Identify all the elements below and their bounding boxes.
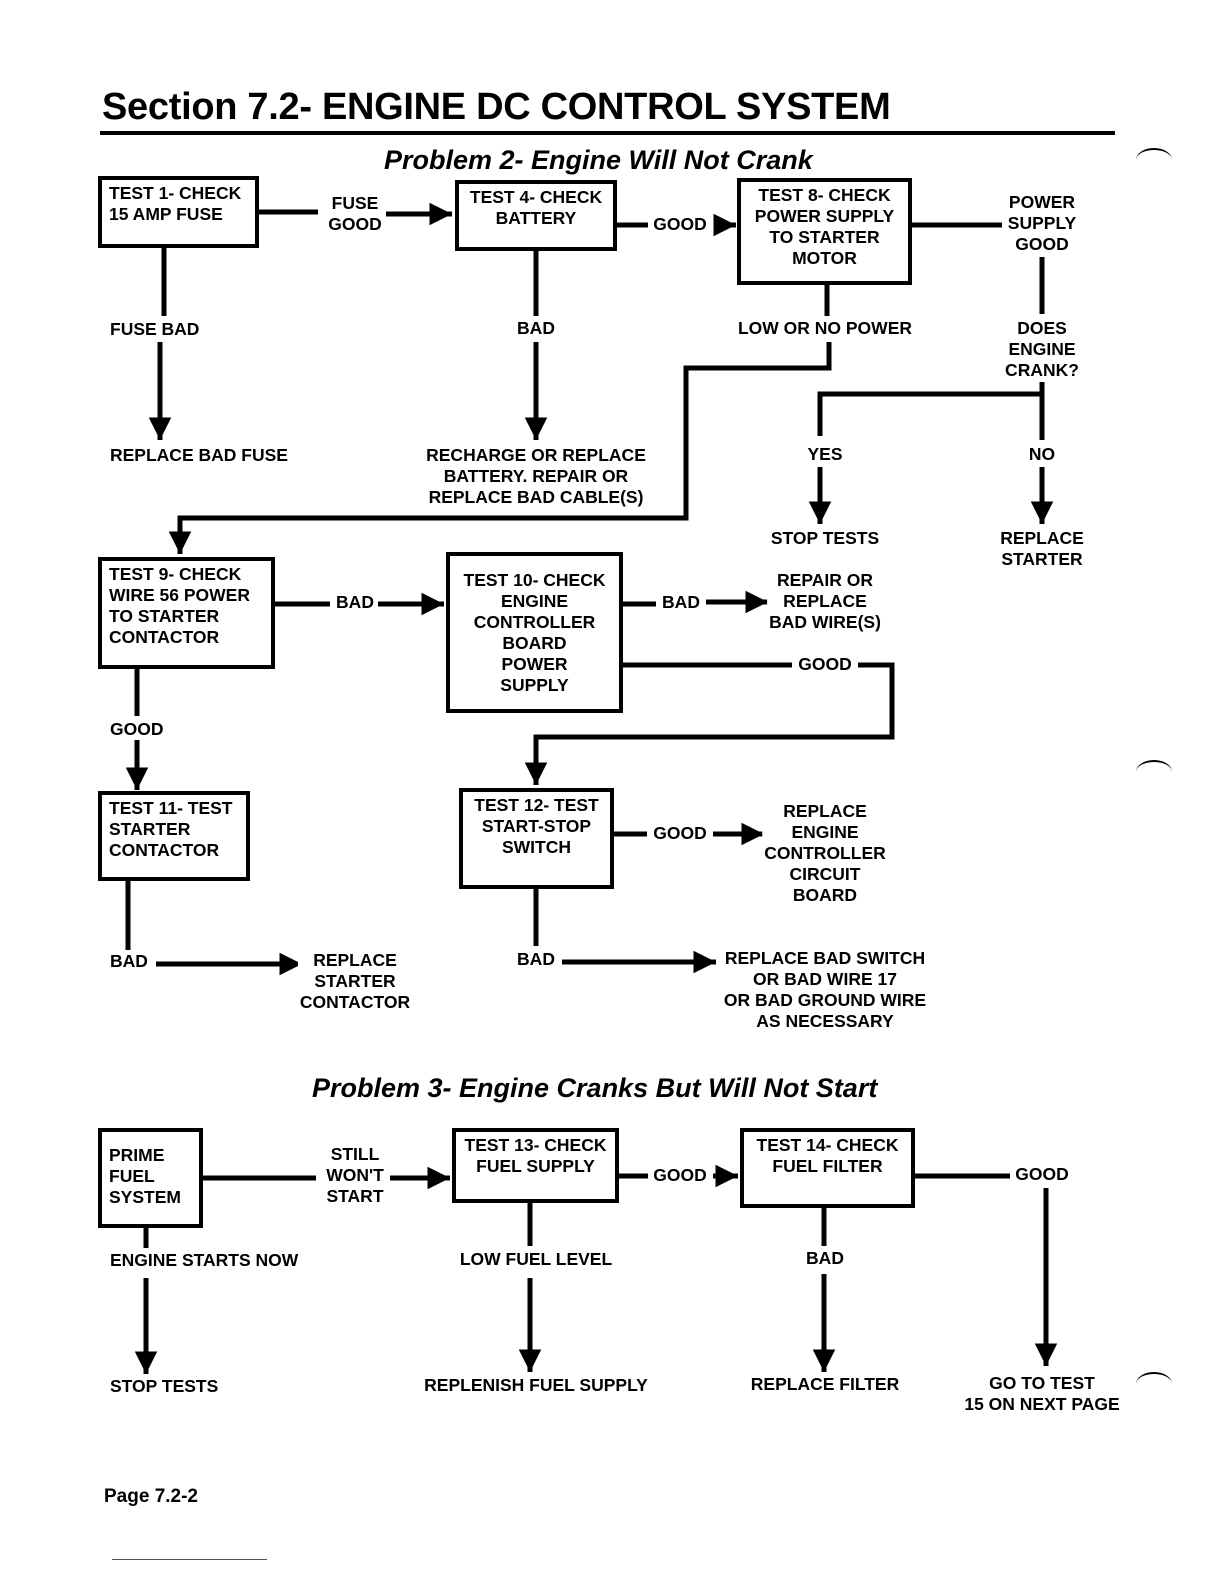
label-board-bad: BAD <box>660 592 702 613</box>
footer-rule <box>112 1559 267 1560</box>
box-test11: TEST 11- TEST STARTER CONTACTOR <box>98 791 250 881</box>
label-board-good: GOOD <box>796 654 854 675</box>
line-crank-split <box>817 382 1045 436</box>
page-number: Page 7.2-2 <box>104 1486 198 1507</box>
label-wire56-bad: BAD <box>334 592 376 613</box>
binder-hole-mark <box>1136 760 1172 784</box>
label-stop-tests-p3: STOP TESTS <box>108 1376 221 1397</box>
box-prime-fuel: PRIME FUEL SYSTEM <box>98 1128 203 1228</box>
label-contactor-bad: BAD <box>108 951 150 972</box>
box-test8: TEST 8- CHECK POWER SUPPLY TO STARTER MO… <box>737 178 912 285</box>
label-repair-wires: REPAIR OR REPLACE BAD WIRE(S) <box>767 570 883 633</box>
label-wire56-good: GOOD <box>108 719 166 740</box>
label-recharge-battery: RECHARGE OR REPLACE BATTERY. REPAIR OR R… <box>424 445 648 508</box>
label-yes: YES <box>805 444 845 465</box>
box-test10: TEST 10- CHECK ENGINE CONTROLLER BOARD P… <box>446 552 623 713</box>
label-replace-starter: REPLACE STARTER <box>998 528 1086 570</box>
label-does-engine-crank: DOES ENGINE CRANK? <box>1003 318 1081 381</box>
label-battery-good: GOOD <box>651 214 709 235</box>
label-power-supply-good: POWER SUPPLY GOOD <box>1005 192 1079 255</box>
label-replace-switch: REPLACE BAD SWITCH OR BAD WIRE 17 OR BAD… <box>721 948 929 1032</box>
line-board-good-route <box>524 662 895 785</box>
title-rule <box>100 131 1115 135</box>
label-switch-bad: BAD <box>515 949 557 970</box>
label-fuel-supply-good: GOOD <box>651 1165 709 1186</box>
page-title: Section 7.2- ENGINE DC CONTROL SYSTEM <box>102 86 891 128</box>
box-test12: TEST 12- TEST START-STOP SWITCH <box>459 788 614 889</box>
problem2-title: Problem 2- Engine Will Not Crank <box>384 145 813 175</box>
box-test9: TEST 9- CHECK WIRE 56 POWER TO STARTER C… <box>98 557 275 669</box>
label-replace-bad-fuse: REPLACE BAD FUSE <box>108 445 290 466</box>
box-test13: TEST 13- CHECK FUEL SUPPLY <box>452 1128 619 1203</box>
line-low-power-route <box>168 342 832 554</box>
label-replenish-fuel: REPLENISH FUEL SUPPLY <box>422 1375 650 1396</box>
label-fuel-filter-good: GOOD <box>1013 1164 1071 1185</box>
label-replace-board: REPLACE ENGINE CONTROLLER CIRCUIT BOARD <box>762 801 888 906</box>
label-go-to-test15: GO TO TEST 15 ON NEXT PAGE <box>962 1373 1122 1415</box>
problem3-title: Problem 3- Engine Cranks But Will Not St… <box>312 1073 878 1103</box>
label-low-fuel-level: LOW FUEL LEVEL <box>457 1249 615 1270</box>
label-fuse-bad: FUSE BAD <box>108 319 202 340</box>
box-test14: TEST 14- CHECK FUEL FILTER <box>740 1128 915 1208</box>
label-fuse-good: FUSE GOOD <box>326 193 384 235</box>
label-battery-bad: BAD <box>515 318 557 339</box>
binder-hole-mark <box>1136 1372 1172 1396</box>
label-filter-bad: BAD <box>804 1248 846 1269</box>
binder-hole-mark <box>1136 148 1172 172</box>
box-test1: TEST 1- CHECK 15 AMP FUSE <box>98 176 259 248</box>
label-stop-tests: STOP TESTS <box>768 528 882 549</box>
label-replace-contactor: REPLACE STARTER CONTACTOR <box>297 950 413 1013</box>
label-replace-filter: REPLACE FILTER <box>748 1374 902 1395</box>
label-switch-good: GOOD <box>651 823 709 844</box>
box-test4: TEST 4- CHECK BATTERY <box>455 180 617 251</box>
label-low-power: LOW OR NO POWER <box>735 318 915 339</box>
label-still-wont-start: STILL WON'T START <box>324 1144 386 1207</box>
label-engine-starts-now: ENGINE STARTS NOW <box>108 1250 301 1271</box>
label-no: NO <box>1026 444 1058 465</box>
